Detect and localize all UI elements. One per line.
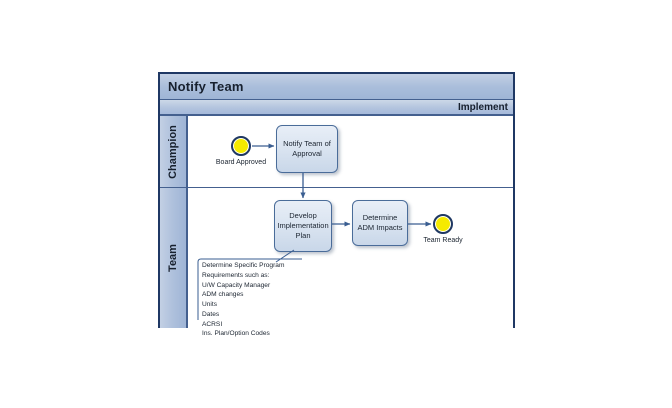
lane-label-team: Team (167, 244, 180, 272)
lane-header-champion: Champion (160, 116, 188, 187)
lane-label-champion: Champion (167, 124, 179, 179)
task-label: Notify Team of Approval (283, 139, 331, 158)
phase-band: Implement (160, 100, 513, 116)
task-label: Develop Implementation Plan (277, 211, 329, 240)
lane-header-team: Team (160, 188, 188, 328)
annotation-text: Determine Specific Program Requirements … (202, 262, 285, 338)
task-notify-team-of-approval[interactable]: Notify Team of Approval (276, 125, 338, 173)
pool-title-bar: Notify Team (160, 74, 513, 100)
end-event-team-ready[interactable] (433, 214, 453, 234)
end-event-label: Team Ready (423, 237, 463, 244)
annotation-requirements: Determine Specific Program Requirements … (198, 259, 302, 339)
start-event-board-approved[interactable] (231, 136, 251, 156)
start-event-label: Board Approved (215, 159, 267, 166)
task-label: Determine ADM Impacts (357, 213, 403, 232)
task-develop-implementation-plan[interactable]: Develop Implementation Plan (274, 200, 332, 252)
process-pool: Notify Team Implement Champion Team (158, 72, 515, 328)
pool-title-label: Notify Team (168, 79, 244, 94)
phase-label-implement: Implement (457, 101, 508, 113)
task-determine-adm-impacts[interactable]: Determine ADM Impacts (352, 200, 408, 246)
lane-champion: Champion (160, 116, 513, 188)
